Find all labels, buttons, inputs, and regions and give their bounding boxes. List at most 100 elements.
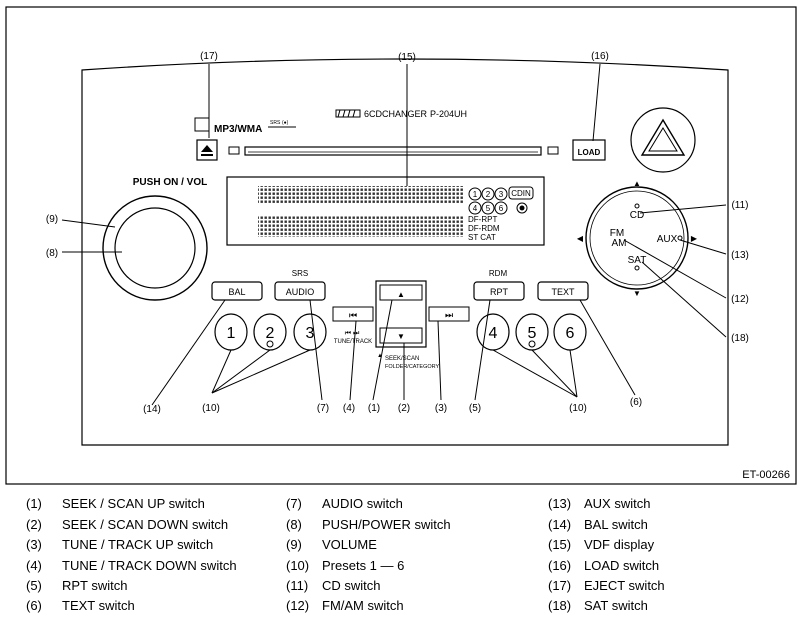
eject-icon: [201, 145, 213, 152]
rpt-label: RPT: [490, 287, 509, 297]
legend-label: FM/AM switch: [322, 598, 404, 613]
audio-button[interactable]: [274, 281, 326, 301]
legend-num: (13): [548, 496, 572, 511]
aux-button[interactable]: AUX: [657, 234, 678, 245]
eject-bar: [201, 154, 213, 156]
mp3-indicator-box: [194, 117, 210, 132]
callout-17: (17): [200, 51, 218, 62]
hazard-button[interactable]: [630, 107, 696, 173]
track-up-icon: ⏭: [445, 310, 453, 320]
mp3-wma-label: MP3/WMA: [214, 124, 262, 135]
legend-num: (12): [286, 598, 310, 613]
tune-track-label: TUNE/TRACK: [334, 339, 372, 345]
legend-num: (4): [26, 558, 42, 573]
callout-7: (7): [317, 403, 329, 414]
bal-label: BAL: [228, 287, 245, 297]
power-knob-inner[interactable]: [114, 207, 196, 289]
audio-label: AUDIO: [286, 287, 315, 297]
legend-label: RPT switch: [62, 578, 128, 593]
slot-indicator-right: [547, 146, 559, 155]
preset-2-label: 2: [266, 325, 275, 342]
hazard-icon-inner: [648, 127, 678, 152]
legend-num: (1): [26, 496, 42, 511]
leader-14: [151, 299, 226, 406]
seek-up-button[interactable]: [379, 284, 423, 301]
load-button[interactable]: [572, 139, 606, 161]
leader-16: [592, 63, 601, 142]
bal-button[interactable]: [211, 281, 263, 301]
hazard-icon: [640, 118, 686, 156]
df-rdm-label: DF-RDM: [468, 224, 500, 233]
callout-3: (3): [435, 403, 447, 414]
load-label: LOAD: [578, 148, 601, 157]
legend-label: VDF display: [584, 537, 655, 552]
leader-10b-3: [569, 349, 578, 398]
callout-1: (1): [368, 403, 380, 414]
callout-18: (18): [731, 333, 749, 344]
leader-10b-1: [492, 349, 578, 398]
legend-label: AUX switch: [584, 496, 651, 511]
cd-slot: [244, 146, 542, 156]
df-rpt-label: DF-RPT: [468, 215, 497, 224]
disc-5: 5: [486, 204, 491, 213]
source-dial-inner: [589, 190, 685, 286]
callout-12: (12): [731, 294, 749, 305]
track-up-button[interactable]: [428, 306, 470, 322]
legend-num: (8): [286, 517, 302, 532]
callout-8: (8): [46, 248, 58, 259]
seek-down-button[interactable]: [379, 327, 423, 344]
srs-small-label: SRS: [270, 120, 281, 126]
leader-3: [437, 320, 442, 401]
sat-indicator: [634, 265, 640, 271]
fm-button[interactable]: FM: [610, 228, 624, 239]
disc-2: 2: [486, 190, 491, 199]
leader-10b-2: [531, 349, 578, 398]
legend-label: CD switch: [322, 578, 381, 593]
legend-num: (15): [548, 537, 572, 552]
callout-11: (11): [731, 200, 748, 211]
seek-scan-label: SEEK/SCAN: [385, 356, 419, 362]
srs-indicator: [516, 202, 528, 214]
disc-4: 4: [473, 204, 478, 213]
sat-button[interactable]: SAT: [628, 255, 647, 266]
text-button[interactable]: [537, 281, 589, 301]
legend-label: Presets 1 — 6: [322, 558, 405, 573]
track-down-button[interactable]: [332, 306, 374, 322]
arrow-right-icon: ▶: [691, 234, 698, 243]
legend-label: EJECT switch: [584, 578, 665, 593]
legend-label: PUSH/POWER switch: [322, 517, 451, 532]
leader-11: [639, 204, 727, 214]
preset-5-indicator: [528, 340, 536, 348]
rpt-button[interactable]: [473, 281, 525, 301]
cdin-box: [508, 186, 534, 200]
callout-16: (16): [591, 51, 609, 62]
cdin-label: CDIN: [511, 189, 531, 198]
srs-label: SRS: [292, 269, 308, 278]
am-button[interactable]: AM: [612, 238, 627, 249]
disc-1: 1: [473, 190, 478, 199]
leader-1: [372, 299, 393, 401]
legend-label: SAT switch: [584, 598, 648, 613]
folder-category-label: FOLDER/CATEGORY: [385, 364, 440, 370]
leader-12: [623, 239, 727, 299]
push-on-vol-label: PUSH ON / VOL: [133, 177, 207, 188]
faceplate: [81, 58, 729, 446]
slot-indicator-left: [228, 146, 240, 155]
legend-num: (2): [26, 517, 42, 532]
callout-4: (4): [343, 403, 355, 414]
callout-6: (6): [630, 397, 642, 408]
figure-id: ET-00266: [742, 469, 790, 481]
disc-indicators: 1 2 3 4 5 6: [468, 187, 508, 215]
callout-13: (13): [731, 250, 749, 261]
tune-track-icons: ⏮ ⏭: [345, 330, 360, 337]
legend-num: (5): [26, 578, 42, 593]
callout-15: (15): [398, 52, 416, 63]
legend-num: (18): [548, 598, 572, 613]
source-dial: [585, 186, 689, 290]
cd-button[interactable]: CD: [630, 210, 644, 221]
callout-5: (5): [469, 403, 481, 414]
model-number: P-204UH: [430, 109, 467, 119]
leader-lines: [61, 63, 727, 406]
callout-14: (14): [143, 404, 161, 415]
callout-10b: (10): [569, 403, 587, 414]
